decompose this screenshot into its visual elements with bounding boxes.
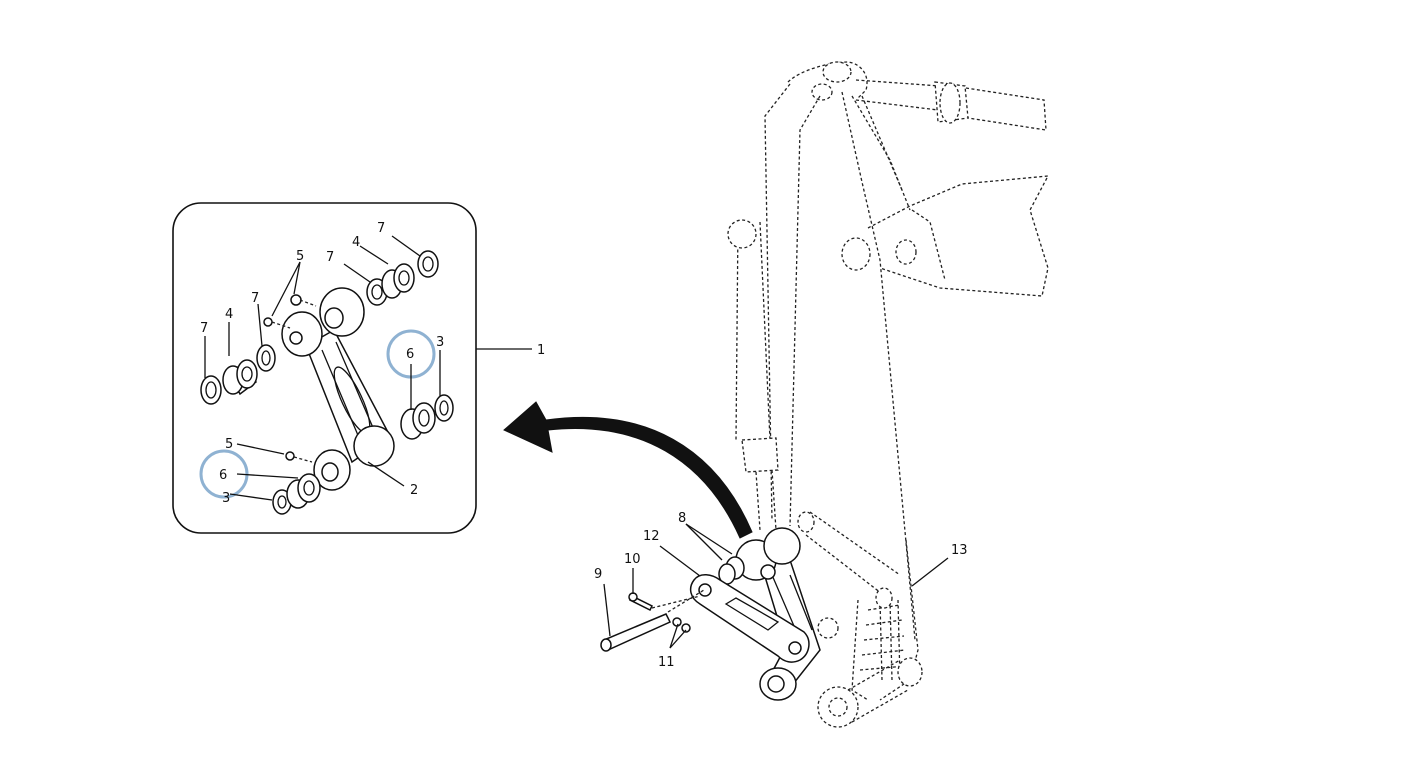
callout-6: 6 xyxy=(406,347,414,362)
callout-11: 11 xyxy=(658,655,675,670)
callout-2: 2 xyxy=(410,483,418,498)
callout-10: 10 xyxy=(624,552,641,567)
callout-6: 6 xyxy=(219,468,227,483)
callout-1: 1 xyxy=(537,343,545,358)
callout-5: 5 xyxy=(225,437,233,452)
link-assembly-installed xyxy=(600,527,821,701)
link-exploded-view xyxy=(200,250,454,515)
leader-lines xyxy=(204,235,949,649)
callout-8: 8 xyxy=(678,511,686,526)
callout-labels: 1 2 3 3 4 4 5 5 6 6 7 7 7 7 8 9 10 11 12… xyxy=(200,221,968,670)
highlight-circle-6-left xyxy=(199,449,249,499)
callout-4: 4 xyxy=(225,307,233,322)
callout-9: 9 xyxy=(594,567,602,582)
callout-7: 7 xyxy=(200,321,208,336)
callout-3: 3 xyxy=(436,335,444,350)
excavator-arm-outline xyxy=(727,61,1050,728)
callout-7: 7 xyxy=(377,221,385,236)
callout-7: 7 xyxy=(251,291,259,306)
direction-arrow xyxy=(503,401,753,539)
callout-4: 4 xyxy=(352,235,360,250)
callout-5: 5 xyxy=(296,249,304,264)
callout-13: 13 xyxy=(951,543,968,558)
callout-12: 12 xyxy=(643,529,660,544)
callout-7: 7 xyxy=(326,250,334,265)
callout-3: 3 xyxy=(222,491,230,506)
